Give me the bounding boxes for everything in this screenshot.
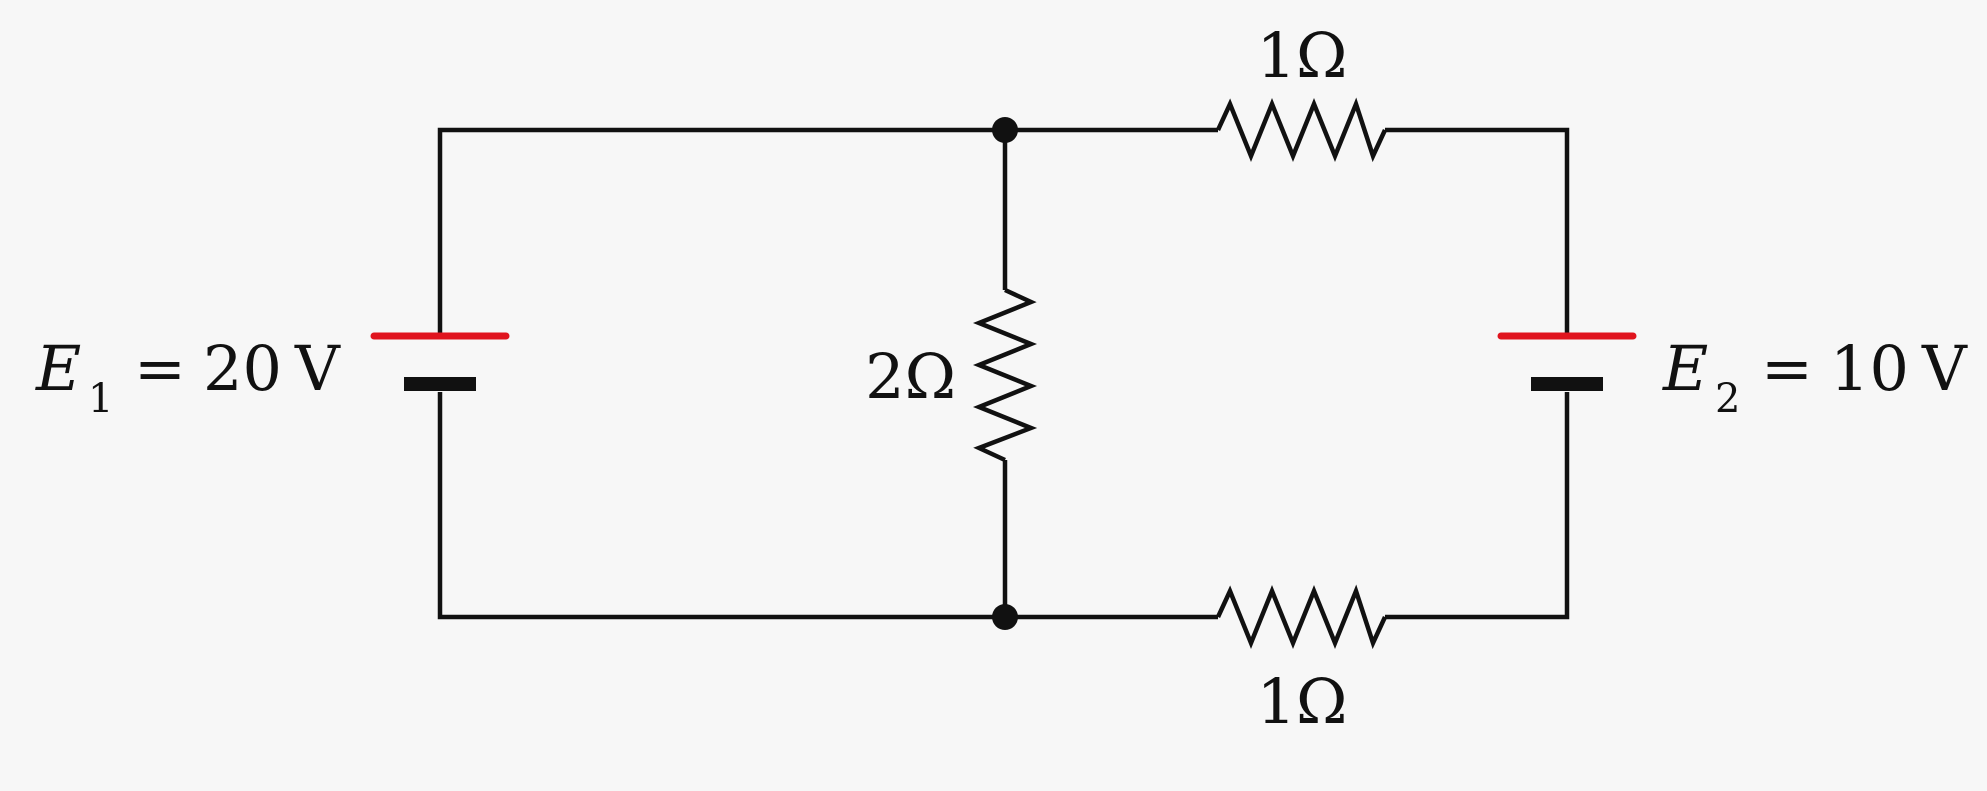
junction-node-icon-top — [992, 117, 1018, 143]
source-e1-label: E 1 = 20 V — [35, 332, 341, 422]
source-e2-label: E 2 = 10 V — [1662, 332, 1968, 422]
resistor-icon-top — [1215, 97, 1388, 163]
wire-left-top — [437, 127, 1005, 333]
resistor-icon-bottom — [1215, 584, 1388, 650]
resistor-middle-unit: Ω — [905, 340, 956, 413]
resistor-bottom-unit: Ω — [1296, 665, 1347, 738]
source-e1-value: 20 — [203, 332, 282, 405]
resistor-top-value: 1 — [1257, 19, 1296, 92]
source-e2-subscript: 2 — [1715, 376, 1740, 422]
resistor-bottom-value: 1 — [1257, 665, 1296, 738]
junction-node-icon-bottom — [992, 604, 1018, 630]
resistor-bottom-label: 1Ω — [1257, 665, 1348, 738]
source-e2-value: 10 — [1830, 332, 1909, 405]
source-e1-equals: = — [134, 332, 186, 405]
source-e2-symbol: E — [1662, 332, 1708, 405]
battery-icon-e2 — [1497, 332, 1637, 391]
resistor-top-unit: Ω — [1296, 19, 1347, 92]
battery-icon-e1 — [370, 332, 510, 391]
resistor-top-label: 1Ω — [1257, 19, 1348, 92]
wires — [437, 127, 1570, 620]
resistor-icon-middle — [972, 287, 1038, 463]
source-e2-unit: V — [1921, 332, 1968, 405]
source-e1-symbol: E — [35, 332, 81, 405]
source-e1-subscript: 1 — [88, 376, 113, 422]
source-e1-unit: V — [294, 332, 341, 405]
wire-left-bottom — [437, 392, 1005, 620]
wire-top-from-resistor — [1385, 127, 1570, 333]
wire-bottom-from-resistor — [1385, 392, 1570, 620]
source-e2-equals: = — [1761, 332, 1813, 405]
resistor-middle-value: 2 — [865, 340, 904, 413]
resistor-middle-label: 2Ω — [865, 340, 956, 413]
